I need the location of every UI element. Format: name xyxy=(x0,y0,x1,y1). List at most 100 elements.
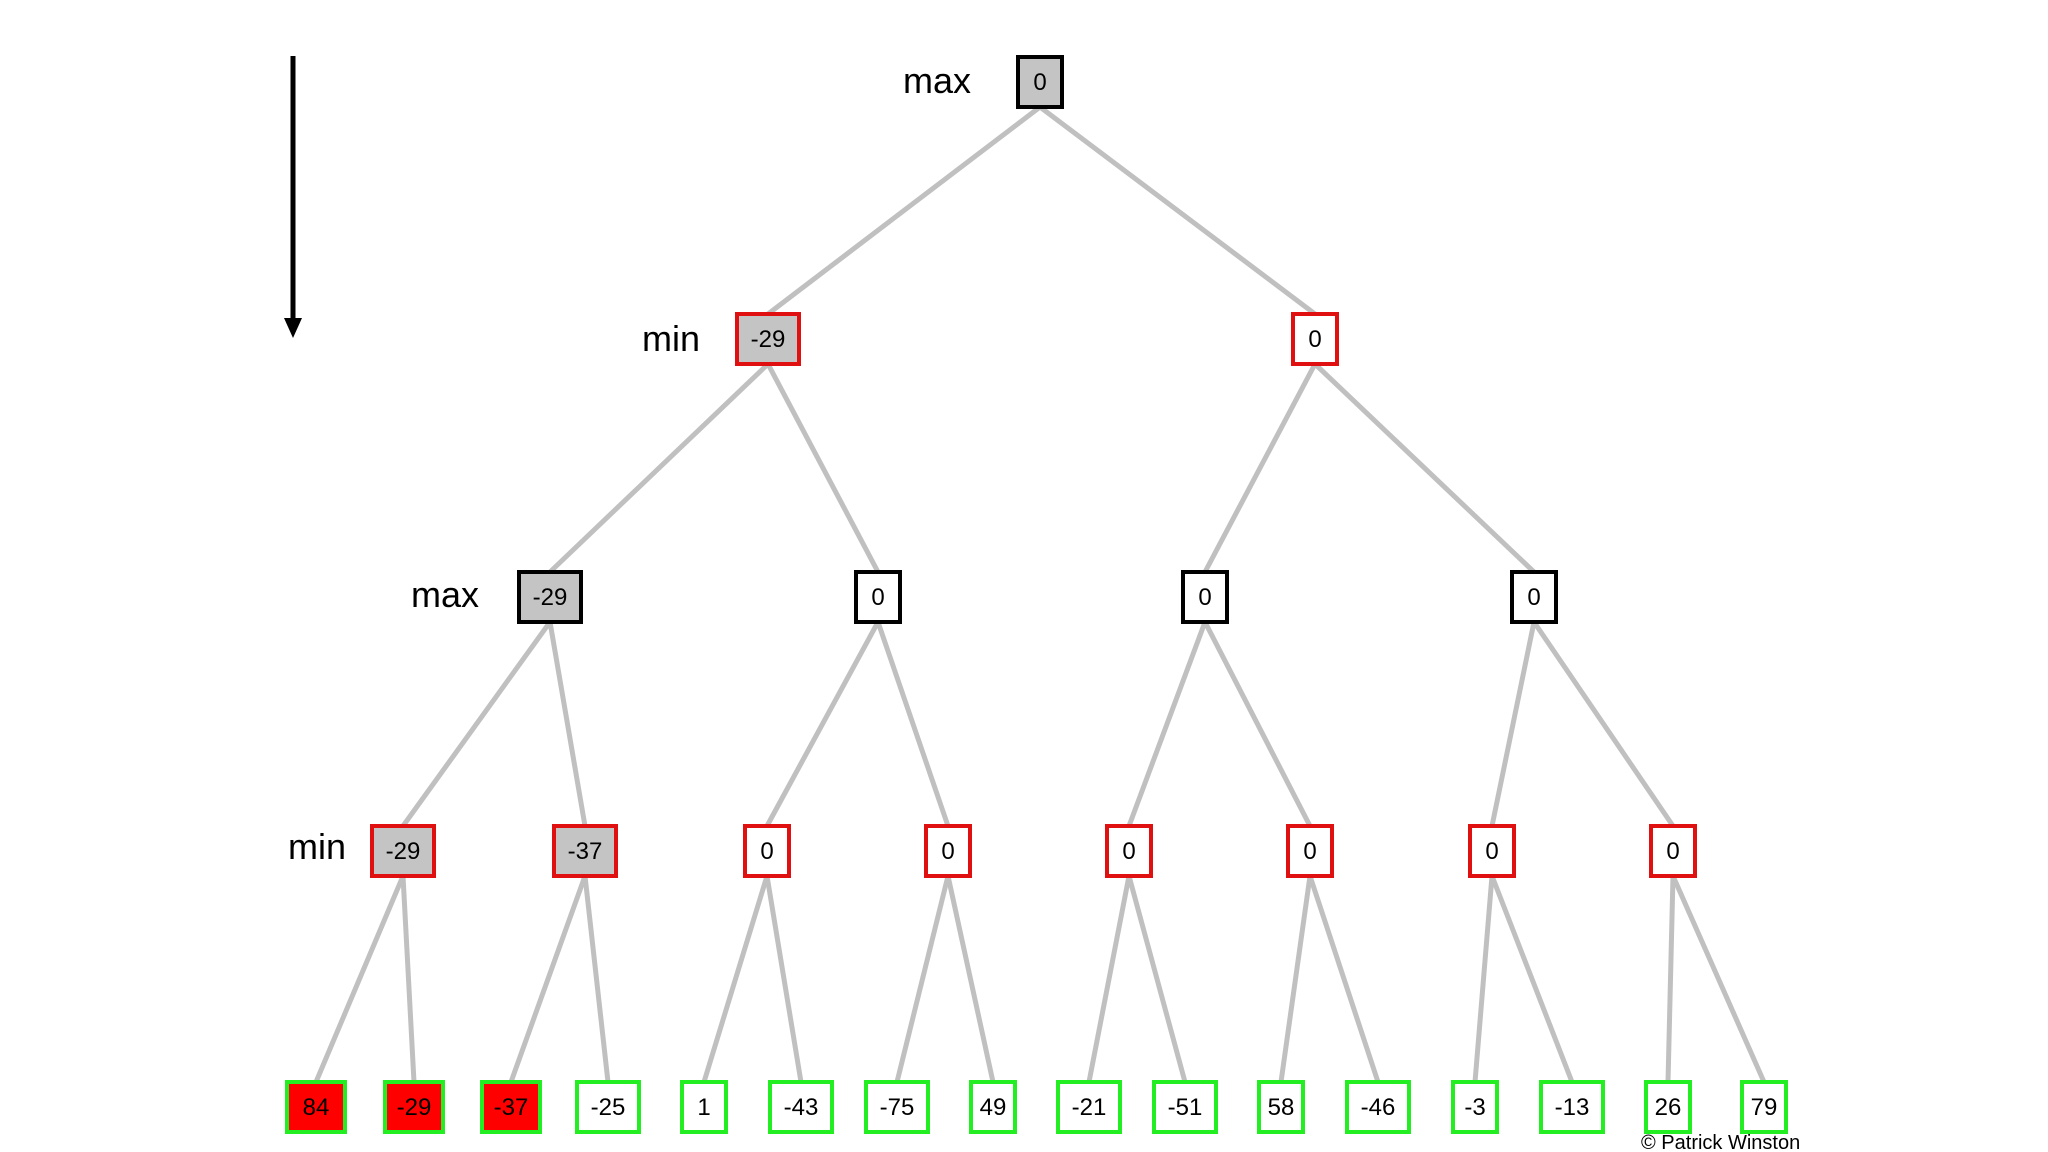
tree-edge xyxy=(1489,621,1537,827)
min-node: 0 xyxy=(1291,312,1339,366)
tree-edge xyxy=(1202,362,1318,574)
node-value: 49 xyxy=(980,1094,1007,1121)
tree-edge xyxy=(547,621,588,827)
leaf-node: -13 xyxy=(1539,1080,1605,1134)
leaf-node: -3 xyxy=(1451,1080,1499,1134)
node-box xyxy=(1286,824,1334,878)
node-box xyxy=(480,1080,542,1134)
tree-edge xyxy=(400,875,417,1083)
min-node: 0 xyxy=(1468,824,1516,878)
tree-edge xyxy=(766,105,1042,316)
leaf-node: -43 xyxy=(768,1080,834,1134)
node-value: 0 xyxy=(760,838,773,865)
leaf-node: 58 xyxy=(1257,1080,1305,1134)
node-box xyxy=(1016,55,1064,109)
node-box xyxy=(1257,1080,1305,1134)
node-box xyxy=(768,1080,834,1134)
node-value: -29 xyxy=(751,326,786,353)
node-box xyxy=(1740,1080,1788,1134)
min-node: 0 xyxy=(924,824,972,878)
node-value: -43 xyxy=(784,1094,819,1121)
node-box xyxy=(680,1080,728,1134)
level-label-min-1: min xyxy=(642,318,700,359)
node-value: -75 xyxy=(880,1094,915,1121)
tree-edge xyxy=(764,875,804,1083)
tree-edge xyxy=(1531,620,1676,828)
node-box xyxy=(1644,1080,1692,1134)
node-box xyxy=(1345,1080,1411,1134)
node-box xyxy=(1510,570,1558,624)
node-value: 0 xyxy=(1666,838,1679,865)
leaf-node: 84 xyxy=(285,1080,347,1134)
node-box xyxy=(1181,570,1229,624)
copyright-credit: © Patrick Winston xyxy=(1641,1132,1800,1152)
tree-edge xyxy=(1670,874,1767,1084)
tree-edge xyxy=(1038,105,1317,316)
node-value: -46 xyxy=(1361,1094,1396,1121)
min-node: -29 xyxy=(735,312,801,366)
node-box xyxy=(924,824,972,878)
tree-edges xyxy=(313,105,1767,1084)
node-value: -29 xyxy=(386,838,421,865)
node-value: 58 xyxy=(1268,1094,1295,1121)
tree-edge xyxy=(765,362,881,574)
min-node: -29 xyxy=(370,824,436,878)
leaf-node: 26 xyxy=(1644,1080,1692,1134)
depth-arrow-icon xyxy=(284,56,302,338)
node-value: -51 xyxy=(1168,1094,1203,1121)
node-value: -29 xyxy=(397,1094,432,1121)
tree-edge xyxy=(313,875,406,1083)
leaf-node: 1 xyxy=(680,1080,728,1134)
max-node: 0 xyxy=(1016,55,1064,109)
leaf-node: -25 xyxy=(575,1080,641,1134)
node-value: 0 xyxy=(941,838,954,865)
max-node: 0 xyxy=(854,570,902,624)
node-box xyxy=(1056,1080,1122,1134)
level-label-max-root: max xyxy=(903,60,971,101)
node-box xyxy=(517,570,583,624)
node-value: -37 xyxy=(568,838,603,865)
tree-edge xyxy=(400,620,553,828)
node-value: 0 xyxy=(1198,584,1211,611)
node-value: 0 xyxy=(1033,69,1046,96)
tree-edge xyxy=(1126,875,1188,1083)
node-box xyxy=(285,1080,347,1134)
tree-edge xyxy=(764,620,881,828)
max-node: 0 xyxy=(1510,570,1558,624)
node-box xyxy=(383,1080,445,1134)
tree-edge xyxy=(894,875,951,1083)
node-value: -37 xyxy=(494,1094,529,1121)
node-value: 0 xyxy=(1485,838,1498,865)
tree-edge xyxy=(945,875,996,1083)
node-value: 0 xyxy=(871,584,884,611)
leaf-node: -51 xyxy=(1152,1080,1218,1134)
leaf-node: -29 xyxy=(383,1080,445,1134)
node-value: -13 xyxy=(1555,1094,1590,1121)
node-box xyxy=(864,1080,930,1134)
node-value: -29 xyxy=(533,584,568,611)
node-box xyxy=(854,570,902,624)
node-box xyxy=(1451,1080,1499,1134)
tree-edge xyxy=(1472,875,1495,1083)
tree-nodes: 0 -29 0 -29 0 0 0 -29 -37 0 0 0 0 0 0 84 -29 -37 -25 1 -43 -7… xyxy=(285,55,1788,1134)
tree-edge xyxy=(548,362,770,574)
tree-edge xyxy=(582,875,611,1083)
tree-edge xyxy=(1307,875,1381,1083)
leaf-node: -46 xyxy=(1345,1080,1411,1134)
level-label-max-2: max xyxy=(411,574,479,615)
leaf-node: 49 xyxy=(969,1080,1017,1134)
node-box xyxy=(743,824,791,878)
node-value: 0 xyxy=(1122,838,1135,865)
node-box xyxy=(1539,1080,1605,1134)
tree-edge xyxy=(875,621,951,827)
node-value: 0 xyxy=(1308,326,1321,353)
tree-edge xyxy=(1086,875,1132,1083)
max-node: -29 xyxy=(517,570,583,624)
tree-edge xyxy=(701,875,770,1083)
node-box xyxy=(552,824,618,878)
node-value: 0 xyxy=(1303,838,1316,865)
tree-edge xyxy=(508,875,588,1083)
tree-edge xyxy=(1313,362,1536,574)
leaf-node: -75 xyxy=(864,1080,930,1134)
